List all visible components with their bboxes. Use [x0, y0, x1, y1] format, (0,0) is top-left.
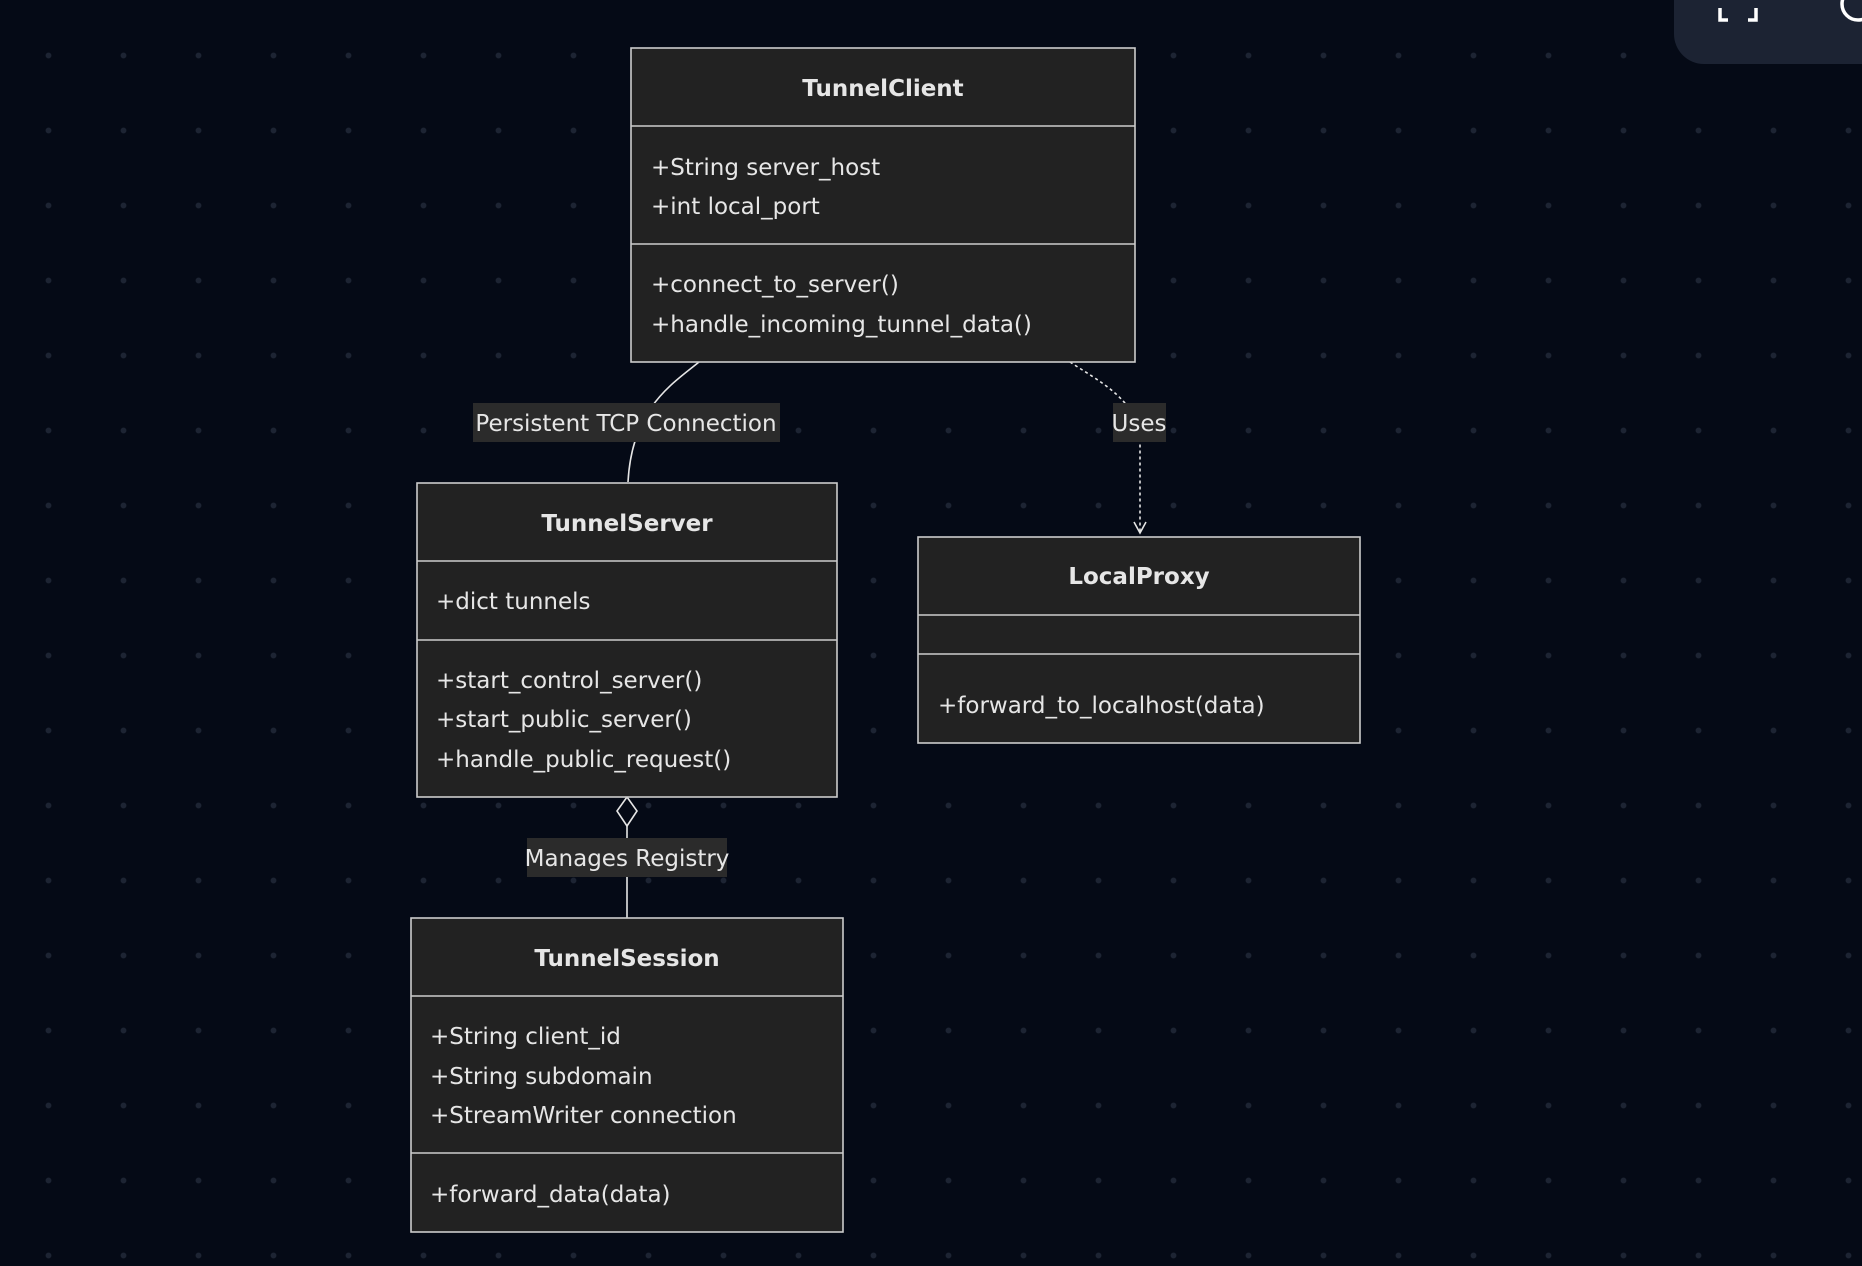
class-method: +forward_data(data) — [430, 1182, 671, 1208]
edge-label-background — [1113, 403, 1166, 442]
class-method: +start_public_server() — [436, 707, 692, 733]
edge-label-server-session: Manages Registry — [525, 838, 730, 877]
class-method: +handle_incoming_tunnel_data() — [651, 312, 1032, 338]
relation-line — [627, 361, 700, 483]
class-attribute: +String subdomain — [430, 1064, 653, 1090]
class-attribute: +String server_host — [651, 155, 880, 181]
class-box — [410, 917, 844, 1233]
edge-label-text: Uses — [1112, 411, 1167, 437]
edge-label-background — [527, 838, 727, 877]
edge-label-client-proxy: Uses — [1112, 403, 1167, 442]
fullscreen-icon — [1718, 8, 1758, 22]
class-tunnel-server[interactable]: TunnelServer +dict tunnels +start_contro… — [416, 482, 838, 798]
class-method: +forward_to_localhost(data) — [938, 693, 1265, 719]
class-name: LocalProxy — [1068, 564, 1209, 590]
diagram-toolbar — [1674, 0, 1862, 64]
class-attribute: +int local_port — [651, 194, 820, 220]
class-method: +handle_public_request() — [436, 747, 731, 773]
class-tunnel-session[interactable]: TunnelSession +String client_id +String … — [410, 917, 844, 1233]
class-attribute: +String client_id — [430, 1024, 621, 1050]
fullscreen-button[interactable] — [1708, 0, 1768, 28]
edge-label-text: Manages Registry — [525, 846, 730, 872]
class-attribute: +StreamWriter connection — [430, 1103, 737, 1129]
class-name: TunnelClient — [802, 76, 963, 102]
class-name: TunnelServer — [541, 511, 713, 537]
class-method: +connect_to_server() — [651, 272, 899, 298]
class-box — [630, 47, 1136, 363]
class-method: +start_control_server() — [436, 668, 702, 694]
edge-label-text: Persistent TCP Connection — [475, 411, 776, 437]
class-box — [917, 536, 1361, 744]
relation-client-server — [627, 361, 700, 483]
class-tunnel-client[interactable]: TunnelClient +String server_host +int lo… — [630, 47, 1136, 363]
settings-icon — [1840, 0, 1862, 22]
settings-button[interactable] — [1812, 0, 1862, 28]
relation-client-proxy — [1069, 361, 1147, 535]
edge-label-background — [473, 403, 780, 442]
relation-line — [1069, 361, 1147, 535]
edge-label-client-server: Persistent TCP Connection — [473, 403, 780, 442]
class-name: TunnelSession — [534, 946, 719, 972]
aggregation-diamond-icon — [616, 795, 638, 828]
class-attribute: +dict tunnels — [436, 589, 591, 615]
class-local-proxy[interactable]: LocalProxy +forward_to_localhost(data) — [917, 536, 1361, 744]
